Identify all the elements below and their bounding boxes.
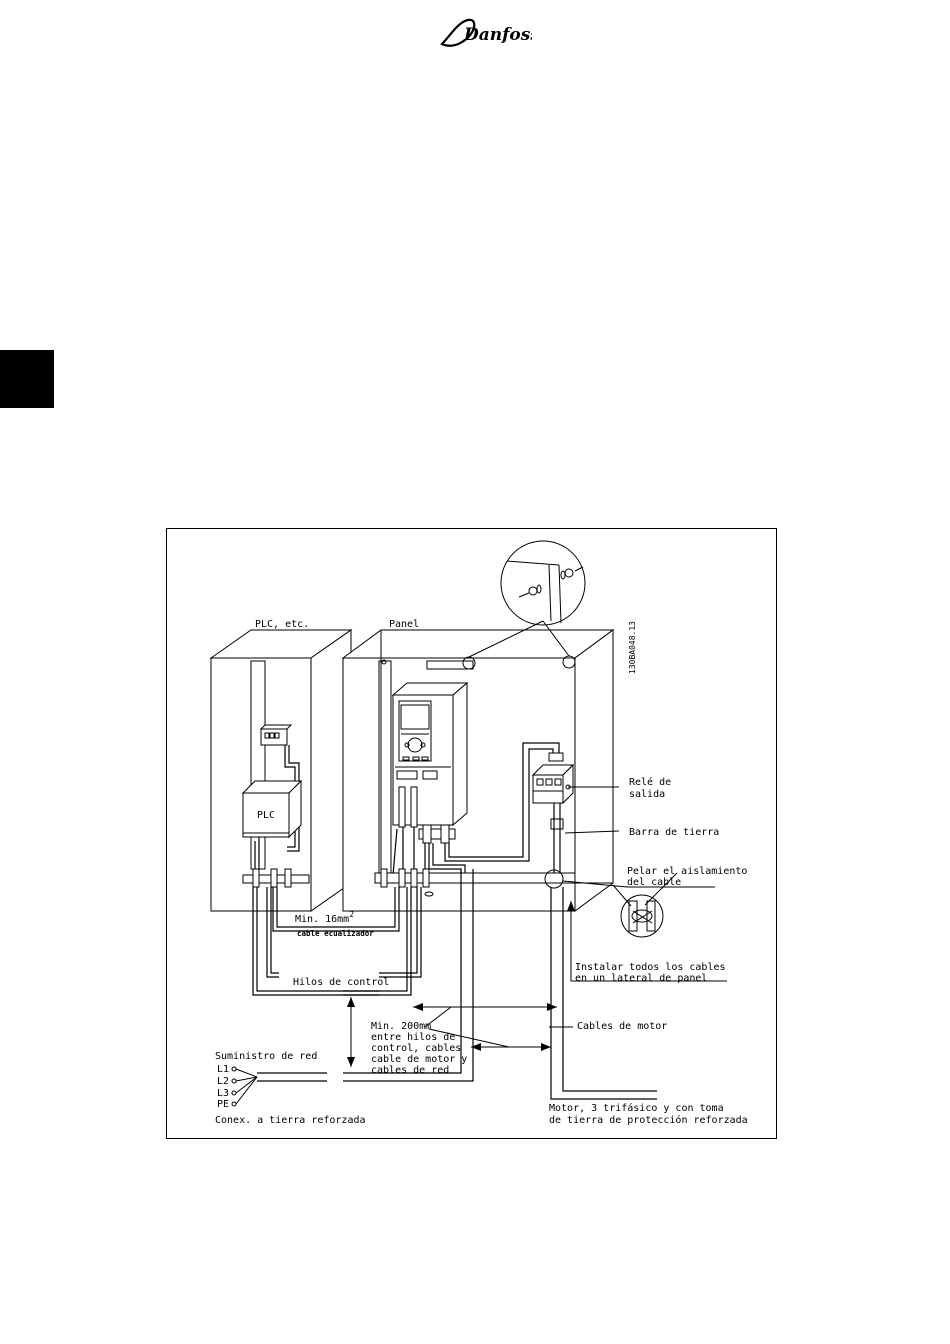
strip-label-line1: Pelar el aislamiento bbox=[627, 866, 747, 877]
pe-label: PE bbox=[217, 1099, 229, 1110]
install-label-line1: Instalar todos los cables bbox=[575, 962, 726, 973]
motor-label-line2: de tierra de protección reforzada bbox=[549, 1114, 748, 1126]
min16-label: Min. 16mm2 bbox=[295, 910, 354, 925]
l1-label: L1 bbox=[217, 1064, 229, 1075]
l3-label: L3 bbox=[217, 1088, 229, 1099]
mains-supply-label: Suministro de red bbox=[215, 1051, 317, 1062]
output-relay bbox=[531, 752, 575, 805]
screw-detail bbox=[500, 540, 586, 626]
min200-line5: cables de red bbox=[371, 1065, 449, 1076]
plc-cabinet-label: PLC, etc. bbox=[255, 619, 309, 630]
install-label-line2: en un lateral de panel bbox=[575, 973, 707, 984]
plc-display bbox=[259, 724, 293, 746]
equalizer-label: cable ecualizador bbox=[297, 929, 374, 938]
figure-code: 130BA048.13 bbox=[628, 621, 637, 674]
min200-line2: entre hilos de bbox=[371, 1032, 455, 1043]
strip-detail bbox=[620, 894, 664, 938]
earth-bar-label: Barra de tierra bbox=[629, 827, 719, 838]
relay-label-line1: Relé de bbox=[629, 776, 671, 788]
reinforced-earth-label: Conex. a tierra reforzada bbox=[215, 1115, 366, 1126]
motor-label-line1: Motor, 3 trifásico y con toma bbox=[549, 1102, 724, 1114]
danfoss-logo: Danfoss bbox=[440, 18, 532, 47]
plc-cabinet bbox=[209, 629, 353, 912]
control-wires-label: Hilos de control bbox=[293, 977, 389, 988]
installation-diagram: 130BA048.13 PLC, etc. PLC Panel bbox=[166, 528, 777, 1139]
plc-box bbox=[241, 779, 303, 839]
strip-label-line2: del cable bbox=[627, 877, 681, 888]
relay-label-line2: salida bbox=[629, 789, 665, 800]
panel-label: Panel bbox=[389, 619, 419, 630]
min200-line1: Min. 200mm bbox=[371, 1021, 431, 1032]
l2-label: L2 bbox=[217, 1076, 229, 1087]
min200-line3: control, cables bbox=[371, 1043, 461, 1054]
plc-label: PLC bbox=[257, 810, 275, 821]
svg-text:Danfoss: Danfoss bbox=[463, 25, 532, 45]
chapter-tab bbox=[0, 350, 54, 408]
min200-line4: cable de motor y bbox=[371, 1054, 467, 1065]
motor-cables-label: Cables de motor bbox=[577, 1021, 667, 1032]
